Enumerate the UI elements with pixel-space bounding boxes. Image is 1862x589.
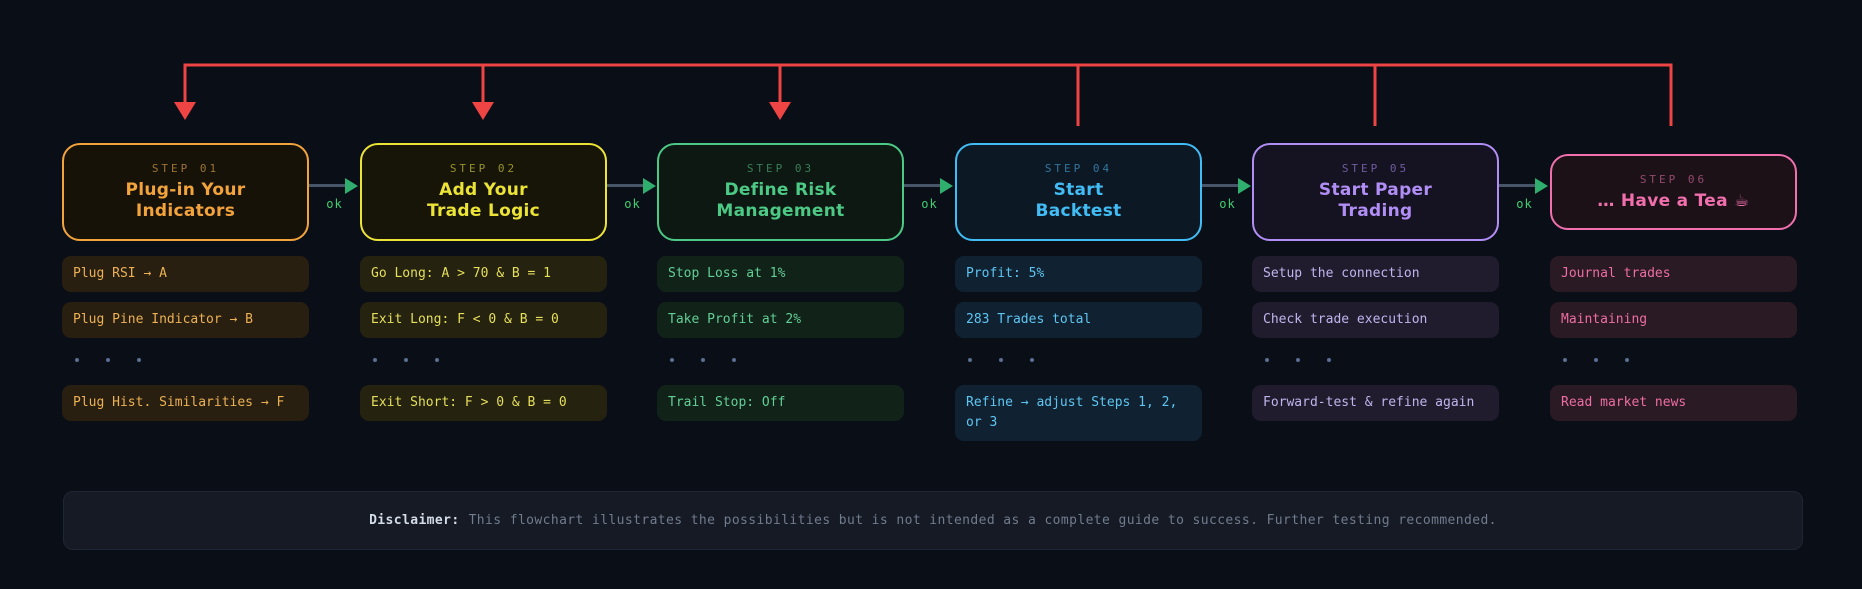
- step-label: STEP 03: [746, 162, 815, 175]
- connector-ok-label: ok: [624, 197, 641, 211]
- item-pill: Exit Short: F > 0 & B = 0: [360, 385, 607, 421]
- step-title-line: Add Your: [439, 180, 528, 200]
- connector-line: [1202, 184, 1240, 187]
- ellipsis-dots: [75, 358, 141, 362]
- item-pill: Plug RSI → A: [62, 256, 309, 292]
- item-pill: Stop Loss at 1%: [657, 256, 904, 292]
- item-pill: Plug Hist. Similarities → F: [62, 385, 309, 421]
- step-title-line: Plug-in Your: [125, 180, 246, 200]
- connector-step1-step2: ok: [309, 170, 360, 218]
- step-title-line: Trading: [1338, 201, 1413, 221]
- step-column-2: STEP 02 Add Your Trade Logic Go Long: A …: [360, 143, 607, 445]
- step-column-3: STEP 03 Define Risk Management Stop Loss…: [657, 143, 904, 445]
- connector-line: [309, 184, 347, 187]
- item-pill: Go Long: A > 70 & B = 1: [360, 256, 607, 292]
- down-arrowhead-icon-step1: [174, 102, 196, 120]
- step-title-line: Define Risk: [724, 180, 837, 200]
- item-pill: Trail Stop: Off: [657, 385, 904, 421]
- item-pill: Maintaining: [1550, 302, 1797, 338]
- connector-step4-step5: ok: [1202, 170, 1253, 218]
- ellipsis-dots: [1563, 358, 1629, 362]
- down-arrowhead-icon-step3: [769, 102, 791, 120]
- right-arrowhead-icon: [940, 178, 953, 194]
- item-pill: Check trade execution: [1252, 302, 1499, 338]
- step-box-3: STEP 03 Define Risk Management: [657, 143, 904, 241]
- step-title-line: Trade Logic: [426, 201, 541, 221]
- step-title-line: Start Paper: [1318, 180, 1433, 200]
- step-label: STEP 06: [1639, 172, 1708, 186]
- right-arrowhead-icon: [1535, 178, 1548, 194]
- item-pill: Read market news: [1550, 385, 1797, 421]
- connector-ok-label: ok: [921, 197, 938, 211]
- step-title-line: Start: [1053, 180, 1104, 200]
- connector-step5-step6: ok: [1499, 170, 1550, 218]
- connector-step2-step3: ok: [607, 170, 658, 218]
- ellipsis-dots: [1265, 358, 1331, 362]
- step-column-5: STEP 05 Start Paper Trading Setup the co…: [1252, 143, 1499, 445]
- connector-step3-step4: ok: [904, 170, 955, 218]
- ellipsis-dots: [968, 358, 1034, 362]
- step-column-4: STEP 04 Start Backtest Profit: 5% 283 Tr…: [955, 143, 1202, 445]
- step-title-line: … Have a Tea ☕: [1597, 190, 1750, 211]
- feedback-rail: [174, 63, 1673, 126]
- disclaimer-label: Disclaimer:: [369, 513, 460, 528]
- step-box-1: STEP 01 Plug-in Your Indicators: [62, 143, 309, 241]
- step-column-6: STEP 06 … Have a Tea ☕ Journal trades Ma…: [1550, 143, 1797, 445]
- step-label: STEP 05: [1341, 162, 1410, 175]
- step-title-line: Backtest: [1035, 201, 1122, 221]
- item-pill: Exit Long: F < 0 & B = 0: [360, 302, 607, 338]
- step-box-6: STEP 06 … Have a Tea ☕: [1550, 154, 1797, 230]
- item-pill: Setup the connection: [1252, 256, 1499, 292]
- connector-line: [1499, 184, 1537, 187]
- step-title-line: Management: [716, 201, 845, 221]
- step-label: STEP 04: [1044, 162, 1113, 175]
- step-title-line: Indicators: [135, 201, 236, 221]
- item-pill: Journal trades: [1550, 256, 1797, 292]
- disclaimer: Disclaimer: This flowchart illustrates t…: [63, 491, 1803, 550]
- connector-line: [904, 184, 942, 187]
- right-arrowhead-icon: [643, 178, 656, 194]
- down-arrowhead-icon-step2: [472, 102, 494, 120]
- connector-ok-label: ok: [1516, 197, 1533, 211]
- connector-line: [607, 184, 645, 187]
- item-pill: Forward-test & refine again: [1252, 385, 1499, 421]
- step-box-5: STEP 05 Start Paper Trading: [1252, 143, 1499, 241]
- ellipsis-dots: [373, 358, 439, 362]
- feedback-rail-line: [183, 63, 1673, 126]
- disclaimer-text: This flowchart illustrates the possibili…: [468, 513, 1497, 528]
- item-pill: 283 Trades total: [955, 302, 1202, 338]
- step-box-2: STEP 02 Add Your Trade Logic: [360, 143, 607, 241]
- step-box-4: STEP 04 Start Backtest: [955, 143, 1202, 241]
- ellipsis-dots: [670, 358, 736, 362]
- step-column-1: STEP 01 Plug-in Your Indicators Plug RSI…: [62, 143, 309, 445]
- right-arrowhead-icon: [345, 178, 358, 194]
- right-arrowhead-icon: [1238, 178, 1251, 194]
- step-label: STEP 01: [151, 162, 220, 175]
- connector-ok-label: ok: [1219, 197, 1236, 211]
- item-pill: Refine → adjust Steps 1, 2, or 3: [955, 385, 1202, 441]
- item-pill: Plug Pine Indicator → B: [62, 302, 309, 338]
- step-label: STEP 02: [449, 162, 518, 175]
- item-pill: Profit: 5%: [955, 256, 1202, 292]
- connector-ok-label: ok: [326, 197, 343, 211]
- item-pill: Take Profit at 2%: [657, 302, 904, 338]
